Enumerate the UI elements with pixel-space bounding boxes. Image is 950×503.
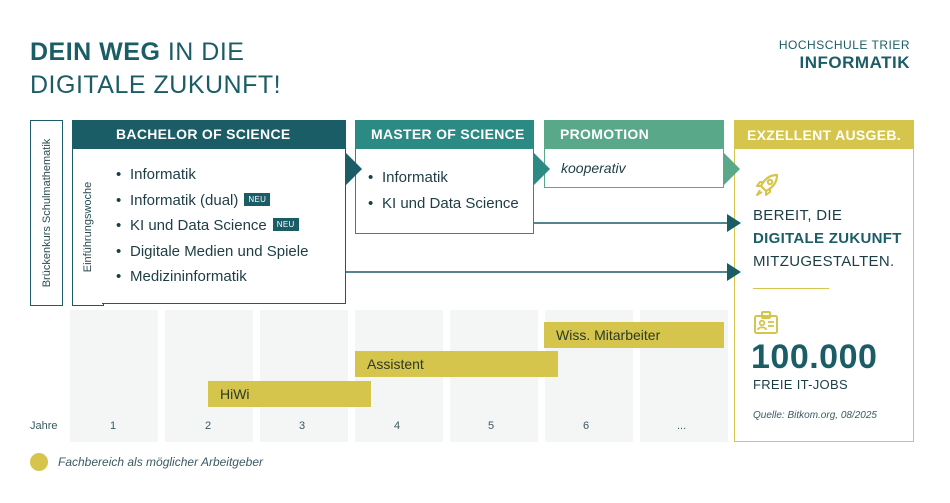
arrow-bachelor-to-master xyxy=(346,153,362,185)
title-line2: DIGITALE ZUKUNFT! xyxy=(30,71,282,99)
tick-2: 2 xyxy=(205,420,212,432)
bachelor-item-medizininformatik: Medizininformatik xyxy=(116,264,345,290)
rocket-icon xyxy=(756,173,779,196)
brueckenkurs-box: Brückenkurs Schulmathematik xyxy=(30,120,63,306)
title-rest: IN DIE xyxy=(160,38,245,66)
bar-hiwi: HiWi xyxy=(208,381,371,407)
exzellent-line2: DIGITALE ZUKUNFT xyxy=(753,230,902,247)
bachelor-item-informatik: Informatik xyxy=(116,162,345,188)
exzellent-box: EXZELLENT AUSGEB. BEREIT, DIE DIGITALE Z… xyxy=(734,120,914,442)
legend-text: Fachbereich als möglicher Arbeitgeber xyxy=(58,455,263,469)
exzellent-line1: BEREIT, DIE xyxy=(753,207,843,224)
axis-label: Jahre xyxy=(30,420,58,432)
arrow-master-to-promotion xyxy=(534,153,550,185)
master-item-informatik: Informatik xyxy=(368,165,533,191)
master-header: MASTER OF SCIENCE xyxy=(355,120,534,148)
neu-badge: NEU xyxy=(244,192,271,206)
bachelor-box: Informatik Informatik (dual)NEU KI und D… xyxy=(102,148,346,304)
source-note: Quelle: Bitkom.org, 08/2025 xyxy=(753,410,877,421)
master-item-ki-data-science: KI und Data Science xyxy=(368,191,533,217)
bar-assistent: Assistent xyxy=(355,351,558,377)
bachelor-item-digitale-medien: Digitale Medien und Spiele xyxy=(116,239,345,265)
promotion-header: PROMOTION xyxy=(544,120,724,148)
year-column-3 xyxy=(260,310,348,442)
arrow-bachelor-to-exzellent xyxy=(727,263,741,281)
tick-4: 4 xyxy=(394,420,401,432)
exzellent-message: BEREIT, DIE DIGITALE ZUKUNFT MITZUGESTAL… xyxy=(753,204,902,273)
page-title: DEIN WEG IN DIE DIGITALE ZUKUNFT! xyxy=(30,36,281,102)
neu-badge: NEU xyxy=(272,218,299,231)
year-column-1 xyxy=(70,310,158,442)
bachelor-list: Informatik Informatik (dual)NEU KI und D… xyxy=(116,162,345,290)
tick-more: ... xyxy=(677,420,687,432)
bachelor-item-informatik-dual: Informatik (dual)NEU xyxy=(116,188,345,214)
tick-5: 5 xyxy=(488,420,495,432)
divider xyxy=(753,288,829,289)
jobs-label: FREIE IT-JOBS xyxy=(753,377,848,392)
arrow-master-to-exzellent xyxy=(727,214,741,232)
exzellent-header: EXZELLENT AUSGEB. xyxy=(735,121,913,149)
exzellent-line3: MITZUGESTALTEN. xyxy=(753,253,895,270)
brand-line2: INFORMATIK xyxy=(799,53,910,72)
jobs-number: 100.000 xyxy=(751,338,878,376)
tick-1: 1 xyxy=(110,420,117,432)
bachelor-header: BACHELOR OF SCIENCE xyxy=(72,120,346,148)
brand-line1: HOCHSCHULE TRIER xyxy=(778,38,910,52)
legend-swatch xyxy=(30,453,48,471)
bar-wiss-mitarbeiter: Wiss. Mitarbeiter xyxy=(544,322,724,348)
promotion-box: kooperativ xyxy=(544,148,724,188)
master-box: Informatik KI und Data Science xyxy=(355,148,534,234)
arrow-promotion-to-exzellent xyxy=(724,153,740,185)
id-badge-icon xyxy=(754,311,778,334)
year-column-2 xyxy=(165,310,253,442)
title-bold: DEIN WEG xyxy=(30,38,161,66)
master-list: Informatik KI und Data Science xyxy=(368,165,533,216)
tick-3: 3 xyxy=(299,420,306,432)
brand-logo: HOCHSCHULE TRIER INFORMATIK xyxy=(779,38,910,73)
promotion-note: kooperativ xyxy=(561,160,626,176)
tick-6: 6 xyxy=(583,420,590,432)
